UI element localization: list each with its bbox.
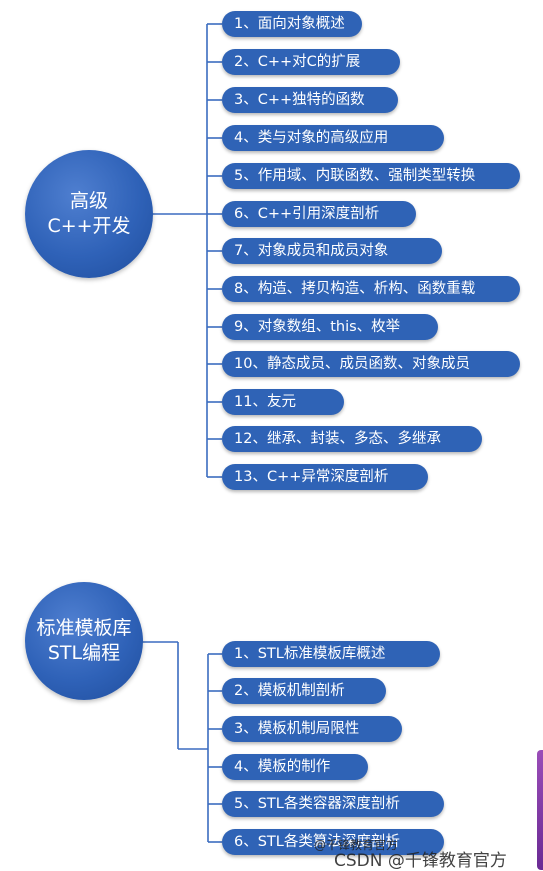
topic-item: 5、STL各类容器深度剖析: [222, 791, 444, 817]
topic-item: 3、C++独特的函数: [222, 87, 398, 113]
topic-item: 5、作用域、内联函数、强制类型转换: [222, 163, 520, 189]
topic-item: 8、构造、拷贝构造、析构、函数重载: [222, 276, 520, 302]
topic-item: 13、C++异常深度剖析: [222, 464, 428, 490]
hub-title-line2: C++开发: [47, 215, 131, 237]
topic-item: 2、模板机制剖析: [222, 678, 386, 704]
hub-stl: 标准模板库 STL编程: [25, 582, 143, 700]
topic-item: 1、STL标准模板库概述: [222, 641, 440, 667]
topic-item: 6、C++引用深度剖析: [222, 201, 416, 227]
topic-item: 12、继承、封装、多态、多继承: [222, 426, 482, 452]
topic-item: 4、模板的制作: [222, 754, 368, 780]
topic-item: 4、类与对象的高级应用: [222, 125, 444, 151]
topic-item: 10、静态成员、成员函数、对象成员: [222, 351, 520, 377]
watermark: @千锋教育官方 CSDN @千锋教育官方: [300, 836, 543, 871]
watermark-line2: CSDN @千锋教育官方: [334, 851, 507, 871]
edge-decoration: [537, 750, 543, 870]
topic-item: 7、对象成员和成员对象: [222, 238, 442, 264]
hub-title-line2: STL编程: [47, 642, 121, 664]
hub-advanced-cpp: 高级 C++开发: [25, 150, 153, 278]
hub-title-line1: 高级: [69, 190, 108, 212]
topic-item: 3、模板机制局限性: [222, 716, 402, 742]
topic-item: 2、C++对C的扩展: [222, 49, 400, 75]
topic-item: 11、友元: [222, 389, 344, 415]
topic-item: 1、面向对象概述: [222, 11, 362, 37]
topic-item: 9、对象数组、this、枚举: [222, 314, 438, 340]
hub-title-line1: 标准模板库: [36, 617, 132, 639]
watermark-line1: @千锋教育官方: [314, 838, 399, 852]
topic-item: 6、STL各类算法深度剖析: [222, 829, 444, 855]
